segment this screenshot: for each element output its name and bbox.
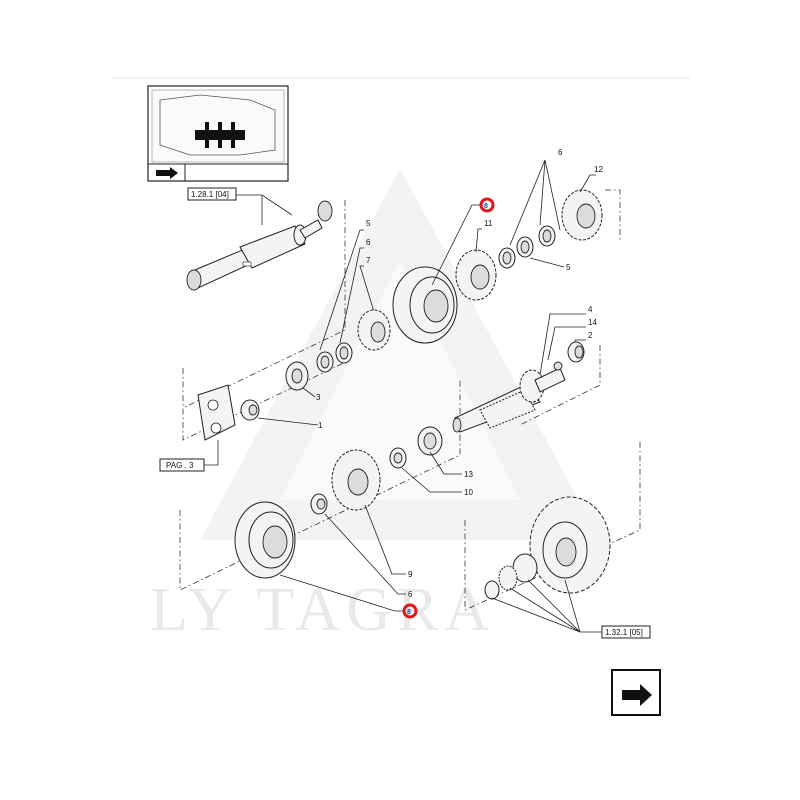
leader-1 [257,417,319,426]
bushing-1-part[interactable] [240,399,260,421]
callout-5-left: 5 [366,219,371,228]
bearing-13-part[interactable] [417,426,443,456]
thumbnail-icon[interactable] [147,85,289,182]
gear-9-part[interactable] [331,449,381,511]
svg-text:8: 8 [484,203,488,210]
callout-5-right: 5 [566,263,571,272]
callout-6-left: 6 [366,238,371,247]
callout-7: 7 [366,256,371,265]
main-shaft-4-part[interactable] [452,367,566,433]
leader-5-right [529,257,565,268]
leader-3 [302,387,316,398]
ref-box-1-32-1[interactable]: 1.32.1 [05] [601,625,651,639]
callout-8-top-highlight[interactable]: 8 [479,197,495,213]
callout-14: 14 [588,318,597,327]
callout-6-top: 6 [558,148,563,157]
cover-plate-part[interactable] [197,384,236,441]
small-gear-cluster-part[interactable] [484,553,538,600]
leader-ref-132 [491,579,602,633]
leader-12 [579,174,596,193]
callout-6-bottom: 6 [408,590,413,599]
svg-text:8: 8 [407,609,411,616]
ref-box-1-28-1[interactable]: 1.28.1 [04] [187,187,237,201]
leader-ref-128 [236,194,293,225]
leader-6-top [509,159,561,246]
dashed-frame-upper-right [519,189,621,426]
leaders-5-6-7 [319,229,376,351]
ring-5-upper-part[interactable] [516,236,534,258]
callout-10: 10 [464,488,473,497]
watermark: LY TAGRA [150,168,600,644]
callout-11: 11 [484,219,493,228]
dashed-frame-right [464,440,641,611]
next-page-arrow-icon[interactable] [611,669,661,716]
gear-7-part[interactable] [357,309,391,351]
arrow-right-icon [156,167,178,179]
leader-11 [475,228,482,253]
input-shaft-part[interactable] [186,200,333,291]
callout-13: 13 [464,470,473,479]
leader-8-top [431,204,480,286]
bushing-6-lower-part[interactable] [310,493,328,515]
leader-10 [401,467,462,493]
leader-6-bottom [324,513,406,595]
bearing-3-part[interactable] [285,361,309,391]
synchro-sleeve-8-part[interactable] [234,501,296,579]
gear-12-part[interactable] [561,189,603,241]
ring-5-left-part[interactable] [335,342,353,364]
large-gear-part[interactable] [529,496,611,594]
ring-6-left-part[interactable] [316,351,334,373]
watermark-text: LY TAGRA [150,576,495,644]
callout-12: 12 [594,165,603,174]
leader-13 [429,451,462,475]
ref-pag-3-text: PAG . 3 [166,461,194,470]
ring-6-upper-part[interactable] [498,247,516,269]
callout-9: 9 [408,570,413,579]
callout-4: 4 [588,305,593,314]
callout-2: 2 [588,331,593,340]
synchro-hub-part[interactable] [392,266,458,344]
washer-10-part[interactable] [389,447,407,469]
ref-1-28-1-text: 1.28.1 [04] [191,190,229,199]
callout-3: 3 [316,393,321,402]
bearing-2-part[interactable] [553,341,585,371]
ring-6b-upper-part[interactable] [538,225,556,247]
leader-pag [204,440,219,466]
callout-1: 1 [318,421,323,430]
leader-9 [364,504,406,575]
ref-box-pag-3[interactable]: PAG . 3 [159,458,205,472]
gear-11-part[interactable] [455,249,497,301]
ref-1-32-1-text: 1.32.1 [05] [605,628,643,637]
callout-8-highlight[interactable]: 8 [402,603,418,619]
leader-8-bottom [279,574,403,612]
dashed-frame-upper-left [182,200,351,441]
